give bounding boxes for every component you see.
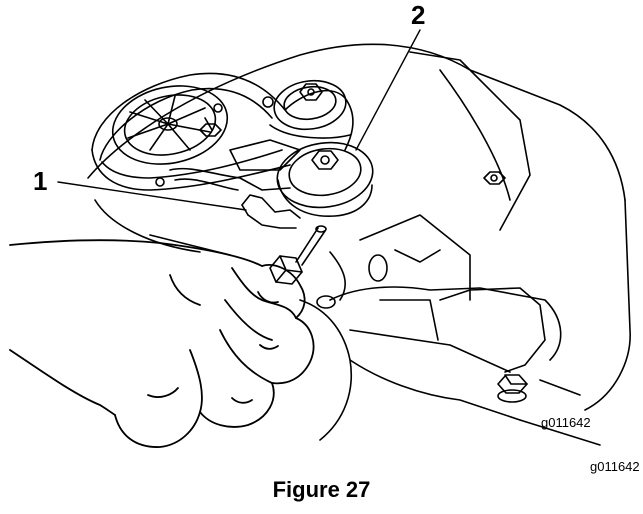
- large-pulley: [111, 85, 229, 165]
- leader-line-1: [57, 181, 247, 211]
- frame-bolt: [497, 374, 528, 403]
- tensioner-pulley: [276, 141, 374, 217]
- hand: [9, 239, 315, 448]
- callout-2: 2: [411, 0, 426, 30]
- idler-arm: [169, 139, 301, 191]
- figure-caption: Figure 27: [272, 477, 371, 502]
- frame-bracket: [299, 286, 601, 446]
- upper-idler-pulley: [273, 79, 347, 131]
- deck-bolts: [155, 96, 506, 187]
- callout-1: 1: [33, 166, 48, 196]
- leader-lines: [57, 29, 421, 211]
- deck-housing: [87, 43, 631, 411]
- illustration-code-outer: g011642: [590, 459, 640, 474]
- drive-belt: [91, 72, 354, 191]
- illustration-code-inner: g011642: [541, 415, 591, 430]
- tool-rod: [295, 225, 327, 266]
- leader-line-2: [355, 29, 421, 151]
